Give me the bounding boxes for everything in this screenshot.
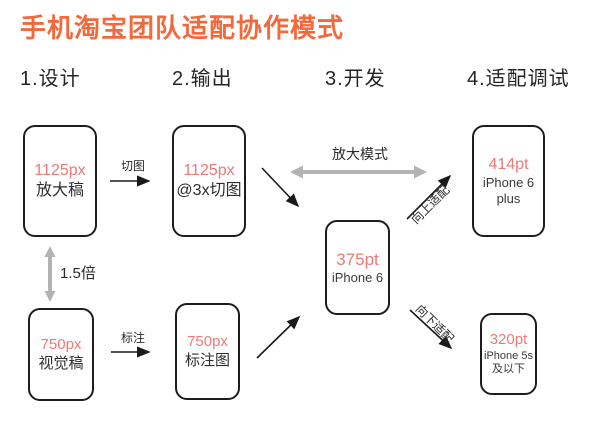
column-header-output: 2.输出: [172, 68, 233, 90]
node-iphone6plus-label: iPhone 6 plus: [482, 174, 535, 206]
node-enlarged-draft-label: 放大稿: [35, 182, 84, 199]
zoom-mode-arrow-label: 放大模式: [332, 146, 388, 162]
node-annotated-label: 标注图: [184, 351, 230, 369]
page-title: 手机淘宝团队适配协作模式: [20, 13, 345, 43]
node-iphone6: 375pt iPhone 6: [325, 220, 390, 315]
node-visual-draft-value: 750px: [40, 335, 82, 353]
scale-arrow-label: 1.5倍: [60, 265, 96, 282]
node-iphone6-value: 375pt: [336, 249, 379, 269]
column-header-design: 1.设计: [20, 68, 81, 90]
node-annotated-value: 750px: [187, 332, 228, 350]
node-annotated: 750px 标注图: [175, 303, 240, 400]
node-iphone5s: 320pt iPhone 5s 及以下: [480, 313, 537, 395]
node-visual-draft-label: 视觉稿: [38, 354, 84, 372]
node-visual-draft: 750px 视觉稿: [28, 308, 94, 401]
node-iphone5s-label: iPhone 5s: [484, 349, 533, 362]
node-iphone6-label: iPhone 6: [331, 270, 384, 285]
adapt-up-arrow-label: 向上适配: [408, 182, 453, 227]
scale-double-arrow: [44, 246, 56, 302]
node-3x-cut-value: 1125px: [183, 162, 235, 179]
annotate-arrow-label: 标注: [120, 331, 145, 345]
node-iphone5s-label2: 及以下: [492, 363, 525, 376]
cut3x-to-iphone6-arrow: [261, 167, 300, 208]
column-header-adapt-debug: 4.适配调试: [467, 68, 570, 90]
zoom-mode-double-arrow: [290, 165, 427, 179]
adapt-down-arrow-label: 向下适配: [412, 301, 457, 346]
node-iphone6plus-value: 414pt: [488, 155, 529, 173]
node-enlarged-draft-value: 1125px: [34, 162, 86, 179]
annotated-to-iphone6-arrow: [256, 315, 301, 359]
node-iphone6plus: 414pt iPhone 6 plus: [472, 125, 545, 237]
node-3x-cut: 1125px @3x切图: [172, 125, 246, 237]
cut-arrow-label: 切图: [120, 159, 145, 173]
node-enlarged-draft: 1125px 放大稿: [23, 125, 97, 237]
column-header-develop: 3.开发: [325, 68, 386, 90]
node-iphone5s-value: 320pt: [489, 330, 528, 348]
node-3x-cut-label: @3x切图: [176, 182, 242, 199]
